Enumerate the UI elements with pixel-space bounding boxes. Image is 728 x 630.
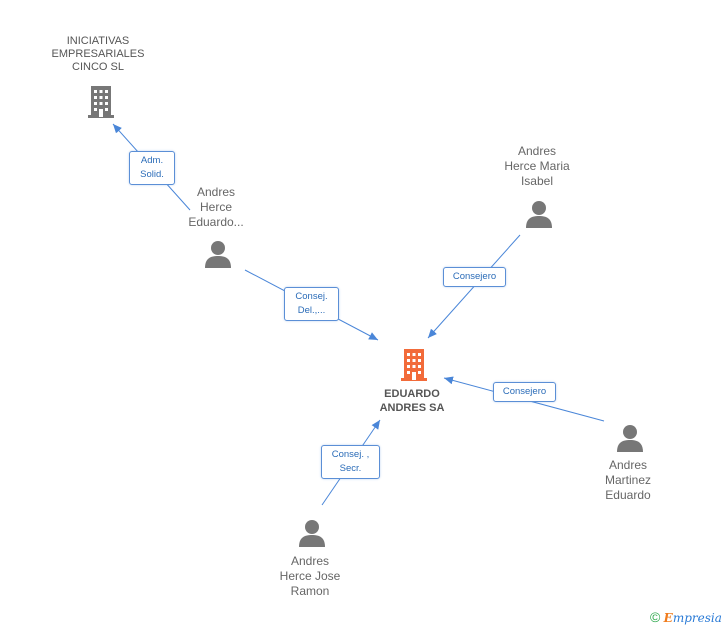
building-icon[interactable] [85,84,117,120]
person-name-andres-herce-jose-ramon[interactable]: Andres Herce Jose Ramon [279,554,341,598]
person-name-andres-martinez-eduardo[interactable]: Andres Martinez Eduardo [604,458,652,502]
copyright-icon: © [650,609,661,625]
person-icon[interactable] [297,518,327,548]
edge-label-adm-solid[interactable]: Adm. Solid. [129,151,175,185]
person-icon[interactable] [524,199,554,229]
person-icon[interactable] [615,423,645,453]
person-name-andres-herce-eduardo[interactable]: Andres Herce Eduardo... [188,185,244,229]
company-name-iniciativas[interactable]: INICIATIVAS EMPRESARIALES CINCO SL [51,35,145,73]
building-icon[interactable] [398,347,430,383]
edge-label-consej-secr[interactable]: Consej. , Secr. [321,445,380,479]
edge-label-consejero-maria[interactable]: Consejero [443,267,506,287]
edge-label-consejero-martinez[interactable]: Consejero [493,382,556,402]
company-name-eduardo-andres[interactable]: EDUARDO ANDRES SA [379,388,445,414]
person-name-andres-herce-maria-isabel[interactable]: Andres Herce Maria Isabel [504,144,570,188]
brand-logo: Empresia [663,611,722,625]
empresia-watermark: © Empresia [650,609,722,625]
edge-label-consej-del[interactable]: Consej. Del.,... [284,287,339,321]
person-icon[interactable] [203,239,233,269]
